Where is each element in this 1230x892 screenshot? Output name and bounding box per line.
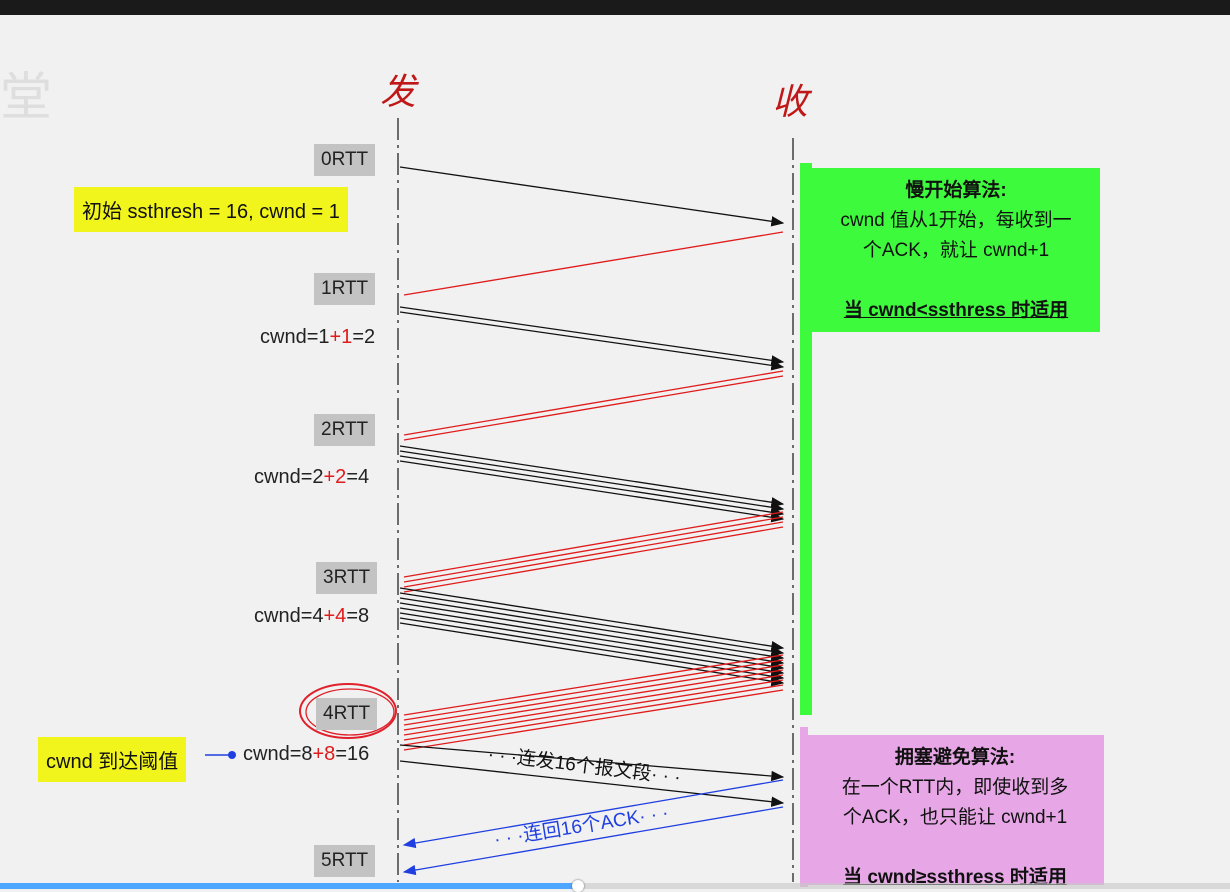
cwnd-prefix: cwnd=1 bbox=[260, 326, 330, 348]
rtt-label-5: 5RTT bbox=[314, 845, 376, 877]
threshold-note: cwnd 到达阈值 bbox=[38, 737, 187, 782]
ack-arrow bbox=[403, 684, 784, 746]
slow-start-line1: cwnd 值从1开始，每收到一 bbox=[840, 210, 1072, 231]
slow-start-phase-bar bbox=[800, 163, 812, 715]
cwnd-increment: +2 bbox=[323, 466, 347, 488]
data-segment-arrow bbox=[399, 311, 785, 371]
data-segment-arrow bbox=[399, 445, 785, 508]
ack-arrow bbox=[403, 375, 784, 441]
highlight-circle bbox=[299, 683, 397, 739]
data-segment-arrow bbox=[399, 592, 785, 657]
initial-params-note: 初始 ssthresh = 16, cwnd = 1 bbox=[74, 187, 348, 232]
ack-arrow bbox=[403, 679, 784, 741]
ack-arrow bbox=[403, 370, 784, 436]
congestion-avoidance-condition: 当 cwnd≥ssthress 时适用 bbox=[843, 867, 1067, 885]
rtt-label-2: 2RTT bbox=[314, 414, 376, 446]
data-segment-arrow bbox=[399, 587, 785, 652]
congestion-avoidance-box: 拥塞避免算法: 在一个RTT内，即使收到多 个ACK，也只能让 cwnd+1 当… bbox=[806, 735, 1104, 885]
data-segment-arrow bbox=[399, 622, 785, 687]
video-progress-fill bbox=[0, 883, 579, 889]
ack-arrow bbox=[403, 664, 784, 726]
rtt-label-0: 0RTT bbox=[314, 144, 376, 176]
ack-arrow-blue bbox=[402, 806, 784, 876]
congestion-avoidance-title: 拥塞避免算法: bbox=[894, 747, 1016, 768]
cwnd-result: =2 bbox=[352, 326, 376, 348]
rtt-label-4: 4RTT bbox=[316, 698, 378, 730]
data-segment-arrow bbox=[399, 602, 785, 667]
cwnd-row-4: cwnd=8+8=16 bbox=[243, 743, 369, 766]
video-top-bar bbox=[0, 0, 1230, 15]
slow-start-box: 慢开始算法: cwnd 值从1开始，每收到一 个ACK，就让 cwnd+1 当 … bbox=[812, 168, 1100, 332]
ack-arrow bbox=[403, 521, 784, 588]
cwnd-increment: +8 bbox=[312, 743, 336, 765]
rtt-label-1: 1RTT bbox=[314, 273, 376, 305]
cwnd-result: =4 bbox=[346, 466, 370, 488]
ack-arrow bbox=[403, 231, 784, 296]
tcp-timeline-diagram bbox=[205, 118, 794, 882]
highlight-circle-inner bbox=[305, 688, 395, 736]
slow-start-line2: 个ACK，就让 cwnd+1 bbox=[862, 240, 1050, 261]
video-progress-bar[interactable] bbox=[0, 880, 1230, 892]
data-segment-arrow bbox=[399, 455, 785, 518]
ack-arrow bbox=[403, 526, 784, 593]
receiver-label: 收 bbox=[772, 82, 809, 123]
data-segment-arrow bbox=[399, 450, 785, 513]
data-segment-arrow bbox=[399, 744, 785, 782]
data-segment-arrow bbox=[399, 166, 785, 227]
congestion-avoidance-line2: 个ACK，也只能让 cwnd+1 bbox=[842, 807, 1068, 828]
data-segment-arrow bbox=[399, 607, 785, 672]
ack-arrow bbox=[403, 669, 784, 731]
congestion-avoidance-line1: 在一个RTT内，即使收到多 bbox=[841, 777, 1069, 798]
cwnd-result: =8 bbox=[346, 605, 370, 627]
cwnd-prefix: cwnd=8 bbox=[243, 743, 313, 765]
cwnd-row-3: cwnd=4+4=8 bbox=[254, 605, 369, 628]
congestion-avoidance-phase-bar bbox=[800, 727, 808, 887]
ack-arrow bbox=[403, 659, 784, 721]
rtt-label-3: 3RTT bbox=[316, 562, 378, 594]
cwnd-row-2: cwnd=2+2=4 bbox=[254, 466, 369, 489]
data-segment-arrow bbox=[399, 612, 785, 677]
lecture-frame: 堂 发 收 0RTT 1RTT 2RTT 3RTT 4RTT 5RTT bbox=[0, 15, 1230, 892]
cwnd-row-1: cwnd=1+1=2 bbox=[260, 326, 375, 349]
ack-arrow bbox=[403, 516, 784, 583]
data-segment-arrow bbox=[399, 617, 785, 682]
ack-arrow-blue bbox=[402, 779, 784, 849]
ack-arrow bbox=[403, 674, 784, 736]
data-segment-arrow bbox=[399, 597, 785, 662]
watermark: 堂 bbox=[0, 69, 53, 127]
cwnd-increment: +1 bbox=[329, 326, 353, 348]
cwnd-increment: +4 bbox=[323, 605, 347, 627]
slow-start-condition: 当 cwnd<ssthress 时适用 bbox=[843, 300, 1069, 321]
data-segment-arrow bbox=[399, 306, 785, 366]
ack-arrow bbox=[403, 511, 784, 578]
data-segment-arrow bbox=[399, 460, 785, 523]
ack-arrow bbox=[403, 689, 784, 751]
data-segment-arrow bbox=[399, 760, 785, 807]
cwnd-prefix: cwnd=2 bbox=[254, 466, 324, 488]
cwnd-prefix: cwnd=4 bbox=[254, 605, 324, 627]
cwnd-result: =16 bbox=[335, 743, 370, 765]
sender-label: 发 bbox=[380, 72, 417, 113]
slow-start-title: 慢开始算法: bbox=[905, 180, 1007, 201]
threshold-dot bbox=[228, 751, 236, 759]
ack-arrow bbox=[403, 654, 784, 716]
